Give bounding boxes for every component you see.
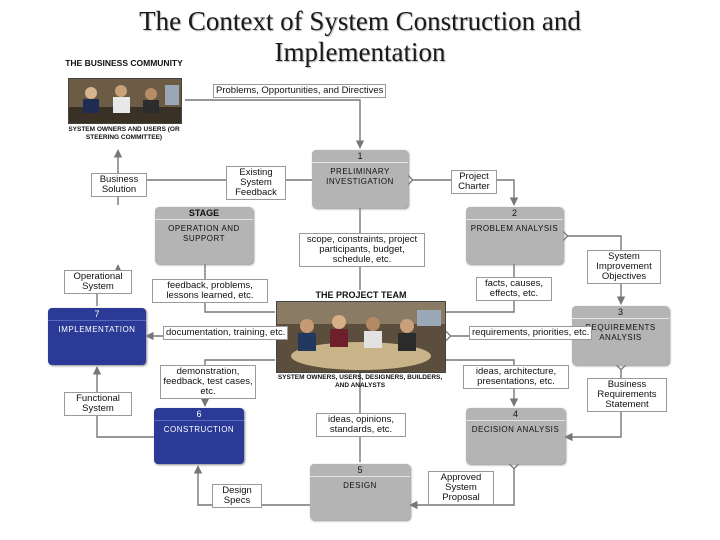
stage-4-number: 4 (466, 408, 565, 421)
note-scope-constraints: scope, constraints, project participants… (299, 233, 425, 267)
note-business-solution: Business Solution (91, 173, 147, 197)
note-design-specs: Design Specs (212, 484, 262, 508)
business-community-caption: System Owners and Users (or Steering Com… (68, 126, 180, 141)
connector-construction-to-implementation (92, 366, 154, 438)
project-team-caption: System Owners, Users, Designers, Builder… (277, 374, 443, 389)
connector-decision-to-design (409, 458, 520, 510)
stage-2-number: 2 (466, 207, 563, 220)
stage-2-problem-analysis[interactable]: 2 Problem Analysis (466, 207, 563, 264)
slide-title-line-2: Implementation (274, 37, 446, 67)
business-community-photo (68, 78, 182, 124)
operation-stage-heading: STAGE (155, 207, 253, 220)
operation-stage-label: Operation and Support (168, 224, 240, 243)
connector-team-to-decision (446, 359, 519, 407)
stage-7-label: Implementation (58, 325, 136, 334)
stage-7-implementation[interactable]: 7 Implementation (48, 308, 146, 365)
slide-title-line-1: The Context of System Construction and (139, 6, 581, 36)
note-operational-system: Operational System (64, 270, 132, 294)
stage-5-number: 5 (310, 464, 410, 477)
stage-6-construction[interactable]: 6 Construction (154, 408, 244, 464)
note-requirements-priorities: requirements, priorities, etc. (469, 326, 593, 340)
stage-5-design[interactable]: 5 Design (310, 464, 410, 520)
note-documentation-training: documentation, training, etc. (163, 326, 289, 340)
note-ideas-opinions: ideas, opinions, standards, etc. (316, 413, 406, 437)
slide-title: The Context of System Construction and I… (60, 6, 660, 68)
stage-6-number: 6 (154, 408, 244, 421)
stage-2-label: Problem Analysis (470, 224, 559, 233)
stage-3-label: Requirements Analysis (585, 323, 656, 342)
stage-4-decision-analysis[interactable]: 4 Decision Analysis (466, 408, 565, 464)
note-problems-opportunities: Problems, Opportunities, and Directives (213, 84, 387, 98)
note-feedback-problems: feedback, problems, lessons learned, etc… (152, 279, 268, 303)
stage-1-number: 1 (312, 150, 408, 163)
stage-operation-and-support[interactable]: STAGE Operation and Support (155, 207, 253, 264)
note-approved-system-proposal: Approved System Proposal (428, 471, 494, 505)
stage-6-label: Construction (163, 425, 235, 434)
note-demonstration-feedback: demonstration, feedback, test cases, etc… (160, 365, 256, 399)
stage-3-number: 3 (572, 306, 669, 319)
connector-business-to-investigation (185, 99, 365, 149)
project-team-photo (276, 301, 446, 373)
note-existing-system-feedback: Existing System Feedback (226, 166, 286, 200)
note-business-requirements: Business Requirements Statement (587, 378, 667, 412)
stage-5-label: Design (343, 481, 377, 490)
business-community-heading: THE BUSINESS COMMUNITY (65, 58, 183, 68)
project-team-heading: THE PROJECT TEAM (315, 290, 407, 300)
note-project-charter: Project Charter (451, 170, 497, 194)
stage-7-number: 7 (48, 308, 146, 321)
note-system-improvement-objectives: System Improvement Objectives (587, 250, 661, 284)
stage-1-preliminary-investigation[interactable]: 1 Preliminary Investigation (312, 150, 408, 208)
connector-design-to-construction (193, 465, 310, 506)
note-facts-causes: facts, causes, effects, etc. (476, 277, 552, 301)
stage-1-label: Preliminary Investigation (326, 167, 394, 186)
stage-4-label: Decision Analysis (471, 425, 560, 434)
connector-investigation-to-problem (402, 174, 519, 206)
note-functional-system: Functional System (64, 392, 132, 416)
note-ideas-architecture: ideas, architecture, presentations, etc. (463, 365, 569, 389)
